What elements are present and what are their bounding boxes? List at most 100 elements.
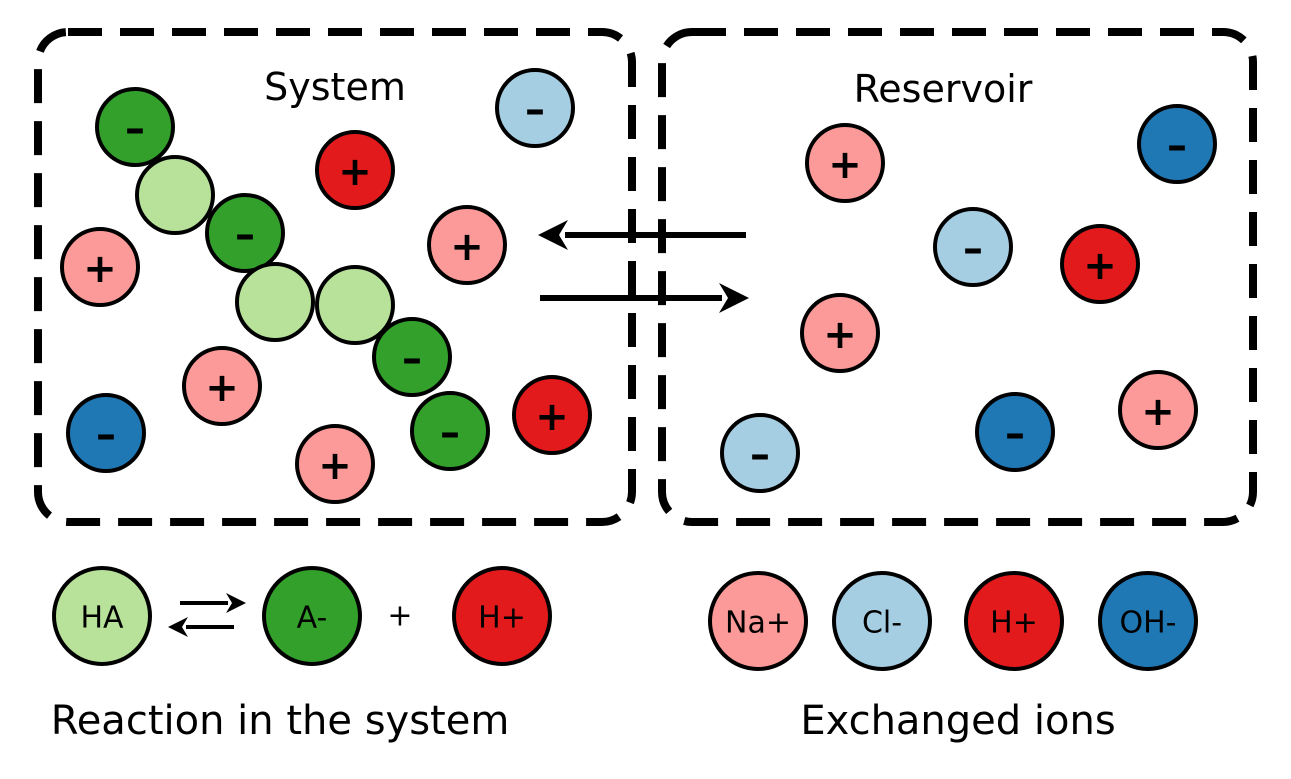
system-particle-aminus: – <box>410 391 490 471</box>
particle-circle <box>182 346 262 426</box>
particle-circle <box>410 391 490 471</box>
species-label: OH- <box>1120 606 1177 641</box>
charge-sign: + <box>338 149 372 195</box>
reaction-legend-species-aminus: A- <box>262 566 362 666</box>
charge-sign: + <box>535 394 569 440</box>
charge-sign: + <box>83 246 117 292</box>
system-particle-naplus: + <box>182 346 262 426</box>
reservoir-particle-naplus: + <box>805 123 885 203</box>
charge-sign: – <box>963 226 983 272</box>
particle-circle <box>52 566 152 666</box>
particle-circle <box>60 227 140 307</box>
ion-species: Na+ Cl- H+ OH- <box>708 571 1198 671</box>
species-label: H+ <box>990 606 1038 641</box>
reaction-plus-sign: + <box>387 599 412 634</box>
charge-sign: – <box>96 412 116 458</box>
charge-sign: – <box>750 432 770 478</box>
charge-sign: + <box>828 142 862 188</box>
particle-circle <box>205 193 285 273</box>
particle-circle <box>372 317 452 397</box>
system-particle-naplus: + <box>295 424 375 504</box>
species-label: HA <box>80 601 124 636</box>
charge-sign: + <box>1141 389 1175 435</box>
reservoir-particle-naplus: + <box>800 293 880 373</box>
ions-legend: Na+ Cl- H+ OH- Exchanged ions <box>708 571 1198 744</box>
system-particle-hplus: + <box>315 130 395 210</box>
system-particle-aminus: – <box>205 193 285 273</box>
particle-circle <box>95 87 175 167</box>
system-particle-clminus: – <box>495 68 575 148</box>
system-particle-ha <box>315 265 395 345</box>
particle-circle <box>295 424 375 504</box>
system-particle-hplus: + <box>512 375 592 455</box>
particle-circle <box>262 566 362 666</box>
system-particle-aminus: – <box>95 87 175 167</box>
exchange-arrows <box>538 220 749 313</box>
ions-legend-species-ohminus: OH- <box>1098 571 1198 671</box>
charge-sign: – <box>440 410 460 456</box>
particle-circle <box>1060 224 1140 304</box>
particle-circle <box>1098 571 1198 671</box>
particle-circle <box>315 130 395 210</box>
system-particle-naplus: + <box>60 227 140 307</box>
reaction-caption: Reaction in the system <box>51 698 510 744</box>
particle-circle <box>512 375 592 455</box>
reaction-legend-species-hplus: H+ <box>452 566 552 666</box>
charge-sign: – <box>525 87 545 133</box>
charge-sign: – <box>1005 411 1025 457</box>
reservoir-particle-naplus: + <box>1118 370 1198 450</box>
charge-sign: – <box>125 106 145 152</box>
reservoir-title: Reservoir <box>854 67 1033 111</box>
charge-sign: + <box>823 312 857 358</box>
reservoir-particle-ohminus: – <box>975 392 1055 472</box>
species-label: Cl- <box>862 606 902 641</box>
charge-sign: + <box>1083 243 1117 289</box>
charge-sign: – <box>235 212 255 258</box>
particle-circle <box>495 68 575 148</box>
reservoir-particles: + – – + + + – – <box>720 104 1217 493</box>
ions-legend-species-naplus: Na+ <box>708 571 808 671</box>
reservoir-particle-ohminus: – <box>1137 104 1217 184</box>
system-particle-ha <box>135 155 215 235</box>
charge-sign: – <box>1167 123 1187 169</box>
reaction-species: HA A- H+ <box>52 566 552 666</box>
reservoir-particle-clminus: – <box>933 207 1013 287</box>
charge-sign: + <box>450 224 484 270</box>
particle-circle <box>800 293 880 373</box>
reaction-legend: HA A- H+ + Reaction in the system <box>51 566 552 744</box>
reservoir-panel: Reservoir + – – + + + – – <box>658 28 1257 526</box>
system-particles: ––––+–+++–++ <box>60 68 592 504</box>
charge-sign: + <box>205 365 239 411</box>
particle-circle <box>720 413 800 493</box>
particle-circle <box>1118 370 1198 450</box>
particle-circle <box>933 207 1013 287</box>
reaction-legend-species-ha: HA <box>52 566 152 666</box>
system-particle-ha <box>235 262 315 342</box>
ions-caption: Exchanged ions <box>800 698 1115 744</box>
particle-circle <box>975 392 1055 472</box>
particle-circle <box>964 571 1064 671</box>
system-title: System <box>264 65 406 109</box>
ions-legend-species-hplus: H+ <box>964 571 1064 671</box>
particle-circle <box>427 205 507 285</box>
system-panel: System ––––+–+++–++ <box>34 28 636 526</box>
particle-circle <box>1137 104 1217 184</box>
particle-circle <box>708 571 808 671</box>
ions-legend-species-clminus: Cl- <box>832 571 932 671</box>
charge-sign: – <box>402 336 422 382</box>
particle-circle <box>135 155 215 235</box>
particle-circle <box>315 265 395 345</box>
reservoir-particle-clminus: – <box>720 413 800 493</box>
particle-circle <box>452 566 552 666</box>
reservoir-particle-hplus: + <box>1060 224 1140 304</box>
species-label: H+ <box>478 601 526 636</box>
particle-circle <box>805 123 885 203</box>
particle-circle <box>66 393 146 473</box>
system-particle-aminus: – <box>372 317 452 397</box>
particle-circle <box>235 262 315 342</box>
system-particle-ohminus: – <box>66 393 146 473</box>
particle-circle <box>832 571 932 671</box>
charge-sign: + <box>318 443 352 489</box>
system-boundary <box>34 28 636 526</box>
